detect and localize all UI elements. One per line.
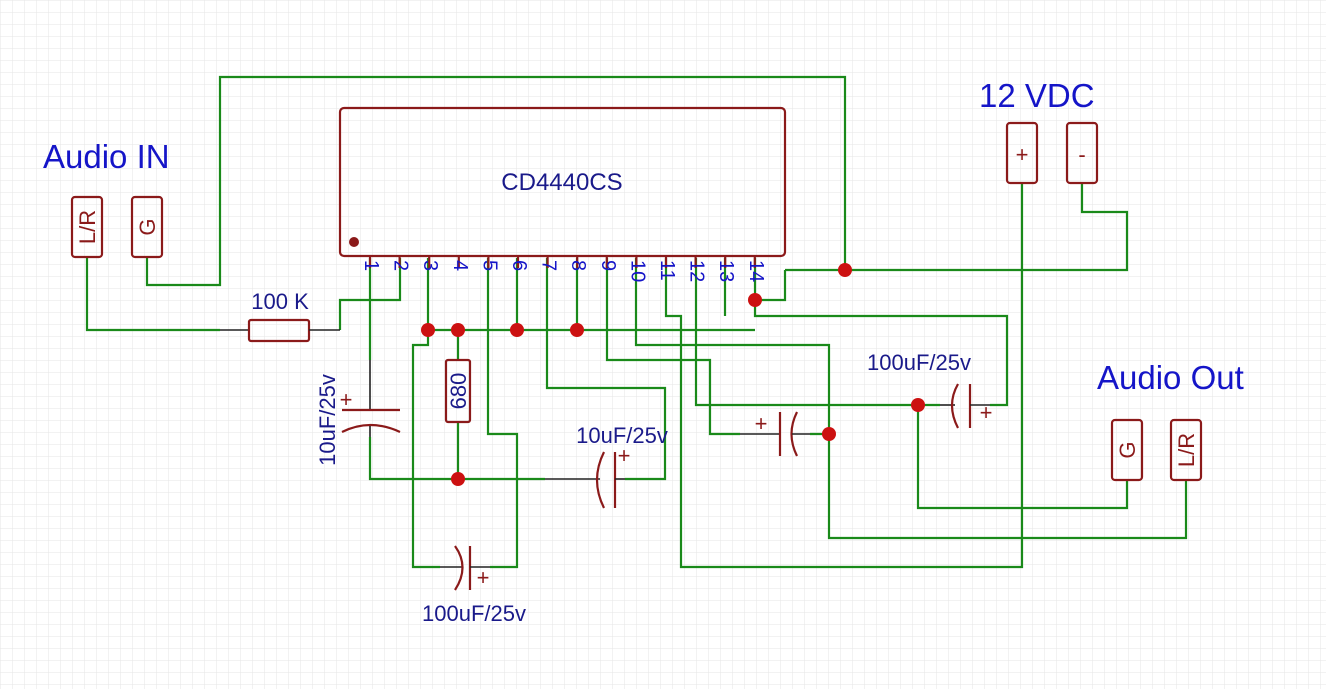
ic-pin1-marker (349, 237, 359, 247)
junction-dot (510, 323, 524, 337)
resistor-680-label: 680 (446, 373, 471, 410)
junctions (421, 263, 925, 486)
junction-dot (451, 323, 465, 337)
wire-pin9 (605, 258, 740, 436)
ic-pin-number: 9 (597, 260, 619, 271)
capacitor-pin9-plus: + (755, 411, 768, 436)
resistor-680[interactable]: 680 (444, 358, 472, 424)
wire-pin1-cap-bottom (368, 437, 545, 481)
junction-dot (838, 263, 852, 277)
junction-dot (748, 293, 762, 307)
ic-pin-number: 8 (567, 260, 589, 271)
capacitor-out-100uf[interactable]: + 100uF/25v (867, 350, 993, 429)
junction-dot (570, 323, 584, 337)
svg-text:L/R: L/R (75, 210, 100, 244)
wires (85, 75, 1188, 569)
capacitor-out-label: 100uF/25v (867, 350, 971, 375)
svg-text:G: G (135, 218, 160, 235)
wire-pin10 (634, 258, 1188, 540)
capacitor-bottom-100uf[interactable]: + 100uF/25v (422, 545, 526, 626)
capacitor-out-plus: + (980, 400, 993, 425)
connector-audio-out-g[interactable]: G (1110, 418, 1144, 482)
capacitor-pin1-label: 10uF/25v (315, 374, 340, 466)
svg-text:-: - (1078, 142, 1085, 167)
connector-audio-in-g[interactable]: G (130, 195, 164, 259)
resistor-100k[interactable]: 100 K (220, 289, 340, 343)
connector-power-minus[interactable]: - (1065, 121, 1099, 185)
resistor-100k-label: 100 K (251, 289, 309, 314)
audio-in-title: Audio IN (43, 138, 170, 175)
ic-pin-number: 10 (626, 260, 648, 282)
connector-audio-out-lr[interactable]: L/R (1169, 418, 1203, 482)
ic-pin-number: 4 (449, 260, 471, 271)
ic-part-label: CD4440CS (501, 169, 622, 196)
connector-power-plus[interactable]: + (1005, 121, 1039, 185)
capacitor-bottom-plus: + (477, 565, 490, 590)
svg-text:+: + (1016, 142, 1029, 167)
ic-pin-number: 12 (686, 260, 708, 282)
ic-pin-number: 5 (478, 260, 500, 271)
wire-out-ground (916, 405, 1129, 510)
svg-text:L/R: L/R (1174, 433, 1199, 467)
ic-pin-number: 11 (656, 260, 678, 281)
wire-input-lr (85, 257, 220, 332)
audio-out-title: Audio Out (1097, 359, 1244, 396)
capacitor-pin9[interactable]: + (740, 411, 810, 457)
ic-pin-number: 2 (390, 260, 412, 271)
ic-body (338, 106, 787, 258)
wire-pin7 (545, 258, 667, 481)
capacitor-mid-plus: + (618, 443, 631, 468)
svg-text:G: G (1115, 441, 1140, 458)
junction-dot (911, 398, 925, 412)
capacitor-mid-10uf[interactable]: + 10uF/25v (545, 423, 668, 509)
wire-input-ground (145, 75, 847, 287)
wire-pin5 (486, 258, 519, 569)
ic-pin-number: 13 (715, 260, 737, 282)
wire-ground-bus (785, 183, 1129, 272)
junction-dot (421, 323, 435, 337)
wire-pin11 (664, 183, 1024, 569)
connector-audio-in-lr[interactable]: L/R (70, 195, 104, 259)
wire-pin14 (753, 258, 787, 302)
ic-pin-number: 6 (508, 260, 530, 271)
supply-title: 12 VDC (979, 77, 1095, 114)
wire-pin3 (411, 258, 440, 569)
capacitor-bottom-label: 100uF/25v (422, 601, 526, 626)
junction-dot (822, 427, 836, 441)
junction-dot (451, 472, 465, 486)
capacitor-pin1-plus: + (340, 387, 353, 412)
capacitor-pin1-10uf[interactable]: + 10uF/25v (315, 360, 401, 466)
wire-pin14-to-cout (753, 300, 1009, 407)
ic-pin-number: 7 (538, 260, 560, 271)
wire-pin12 (694, 258, 940, 407)
ic-pin-number: 14 (745, 260, 767, 282)
capacitor-mid-label: 10uF/25v (576, 423, 668, 448)
ic-pin-number: 1 (360, 260, 382, 271)
ic-pin-number: 3 (419, 260, 441, 271)
